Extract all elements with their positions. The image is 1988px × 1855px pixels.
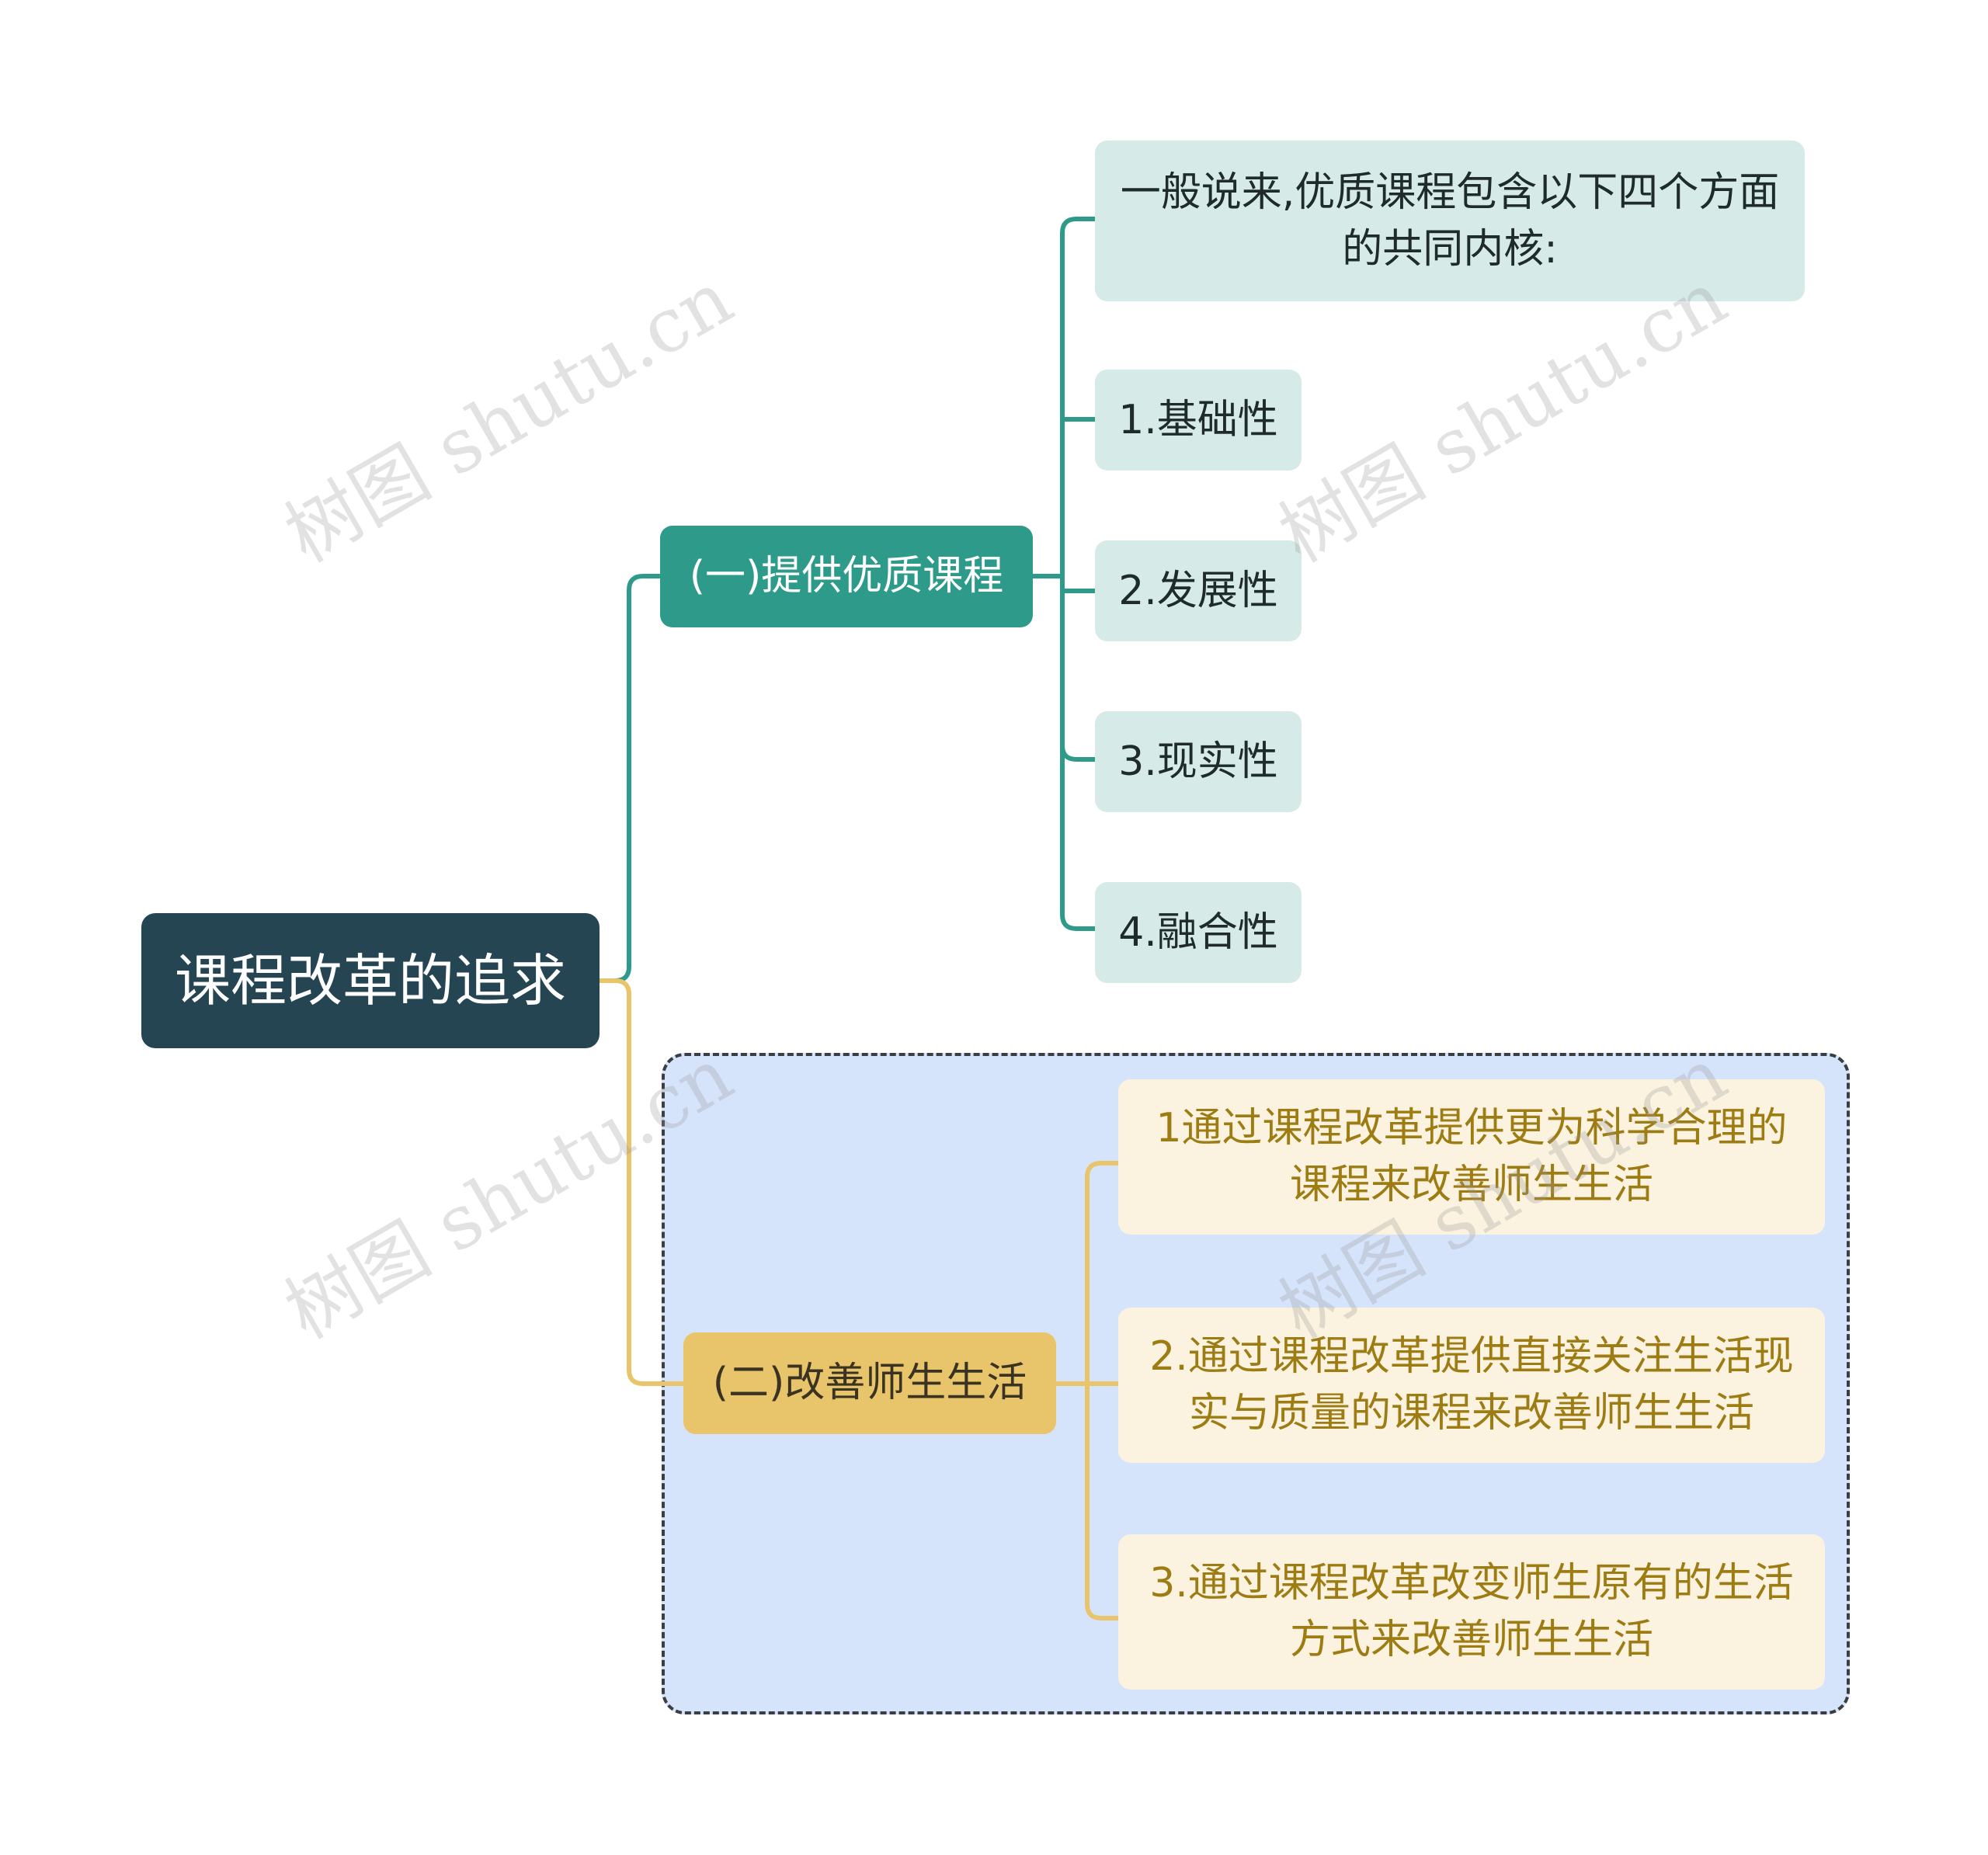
connector-branch1-children (1033, 217, 1095, 931)
connector-root-branch1 (600, 574, 660, 983)
leaf-developmental[interactable]: 2.发展性 (1095, 540, 1302, 641)
leaf-foundational[interactable]: 1.基础性 (1095, 370, 1302, 471)
leaf-change-lifestyle[interactable]: 3.通过课程改革改变师生原有的生活方式来改善师生生活 (1118, 1534, 1825, 1690)
leaf-life-quality-curriculum[interactable]: 2.通过课程改革提供直接关注生活现实与质量的课程来改善师生生活 (1118, 1308, 1825, 1463)
root-topic[interactable]: 课程改革的追求 (141, 913, 600, 1048)
connector-branch2-children (1056, 1161, 1118, 1621)
branch-provide-quality-curriculum[interactable]: (一)提供优质课程 (660, 526, 1033, 627)
leaf-quality-core-intro[interactable]: 一般说来,优质课程包含以下四个方面的共同内核: (1095, 141, 1805, 301)
leaf-realistic[interactable]: 3.现实性 (1095, 711, 1302, 812)
leaf-scientific-curriculum[interactable]: 1通过课程改革提供更为科学合理的课程来改善师生生活 (1118, 1079, 1825, 1235)
connector-root-branch2 (600, 978, 683, 1386)
leaf-integrative[interactable]: 4.融合性 (1095, 882, 1302, 983)
branch-improve-teacher-student-life[interactable]: (二)改善师生生活 (683, 1332, 1056, 1434)
